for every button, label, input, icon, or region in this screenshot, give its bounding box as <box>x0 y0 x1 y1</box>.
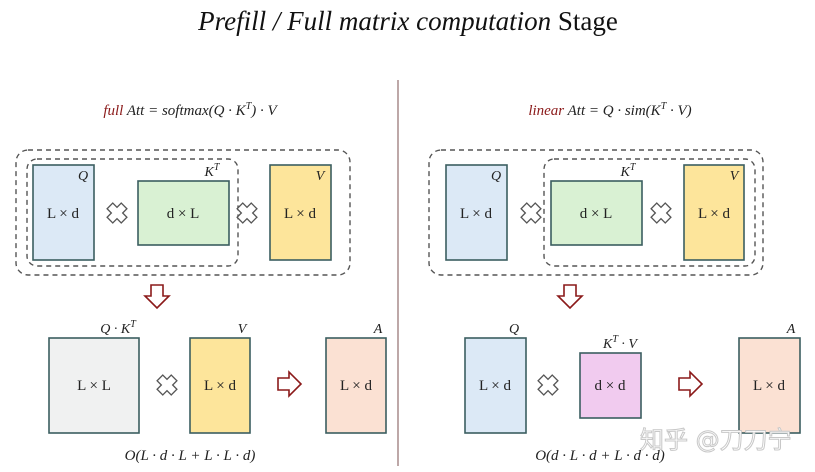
formula-part: ) · V <box>250 103 278 119</box>
page-title: Prefill / Full matrix computation Stage <box>197 6 618 36</box>
formula-kind: linear <box>528 103 564 119</box>
formula-part: · V) <box>666 103 691 119</box>
multiply-icon <box>516 198 546 228</box>
label-text: K <box>620 165 631 180</box>
matrix-a-dim: L × d <box>753 378 786 394</box>
formula-part: Att = softmax(Q · K <box>123 103 246 119</box>
full-complexity: O(L · d · L + L · L · d) <box>125 448 256 464</box>
inner-group-outline <box>543 158 756 267</box>
multiply-icon <box>232 198 262 228</box>
matrix-a-label: A <box>373 322 383 337</box>
matrix-qkt-label: Q · KT <box>100 319 137 337</box>
formula-sup: T <box>246 101 253 112</box>
matrix-q-bottom <box>464 337 527 434</box>
matrix-a-dim: L × d <box>340 378 373 394</box>
formula-sup: T <box>661 101 668 112</box>
label-sup: T <box>130 319 137 330</box>
matrix-ktv <box>579 352 642 419</box>
matrix-v-dim: L × d <box>698 206 731 222</box>
right-arrow-icon <box>678 371 703 397</box>
inner-group-outline <box>26 158 239 267</box>
matrix-kt-label: KT <box>620 162 637 180</box>
label-text: K <box>204 165 215 180</box>
label-text: Q · K <box>100 322 131 337</box>
right-arrow-icon <box>277 371 302 397</box>
matrix-a-label: A <box>786 322 796 337</box>
label-sup: T <box>612 334 619 345</box>
matrix-v-label: V <box>316 169 326 184</box>
matrix-kt <box>550 180 643 246</box>
matrix-kt-dim: d × L <box>167 206 200 222</box>
linear-complexity: O(d · L · d + L · d · d) <box>535 448 665 464</box>
outer-group-outline <box>428 149 764 276</box>
down-arrow-icon <box>557 284 583 309</box>
matrix-q-bottom-dim: L × d <box>479 378 512 394</box>
label-text: K <box>602 337 613 352</box>
matrix-ktv-dim: d × d <box>595 378 626 394</box>
matrix-kt-label: KT <box>204 162 221 180</box>
multiply-icon <box>646 198 676 228</box>
matrix-q-label: Q <box>78 169 88 184</box>
formula-kind: full <box>103 103 123 119</box>
linear-attention-formula: linear Att = Q · sim(KT · V) <box>528 101 691 119</box>
label-sup: T <box>630 162 637 173</box>
matrix-q <box>32 164 95 261</box>
down-arrow-icon <box>144 284 170 309</box>
matrix-q-bottom-label: Q <box>509 322 519 337</box>
matrix-v-bottom <box>189 337 251 434</box>
linear-attention-panel: linear Att = Q · sim(KT · V) Q L × d KT … <box>428 101 801 464</box>
label-text: · V <box>618 337 639 352</box>
matrix-q <box>445 164 508 261</box>
full-attention-formula: full Att = softmax(Q · KT) · V <box>103 101 278 119</box>
label-sup: T <box>214 162 221 173</box>
matrix-qkt <box>48 337 140 434</box>
full-attention-panel: full Att = softmax(Q · KT) · V Q L × d K… <box>15 101 387 464</box>
matrix-q-dim: L × d <box>460 206 493 222</box>
matrix-kt-dim: d × L <box>580 206 613 222</box>
multiply-icon <box>533 370 563 400</box>
matrix-v <box>269 164 332 261</box>
matrix-v-bottom-dim: L × d <box>204 378 237 394</box>
title-regular: Stage <box>551 6 618 36</box>
matrix-v-label: V <box>730 169 740 184</box>
matrix-qkt-dim: L × L <box>77 378 111 394</box>
matrix-q-label: Q <box>491 169 501 184</box>
matrix-ktv-label: KT · V <box>602 334 638 352</box>
matrix-v-bottom-label: V <box>238 322 248 337</box>
matrix-a <box>325 337 387 434</box>
matrix-q-dim: L × d <box>47 206 80 222</box>
title-italic: Prefill / Full matrix computation <box>197 6 551 36</box>
matrix-v-dim: L × d <box>284 206 317 222</box>
outer-group-outline <box>15 149 351 276</box>
multiply-icon <box>102 198 132 228</box>
matrix-v <box>683 164 745 261</box>
watermark: 知乎 @刀刀宁 <box>640 426 792 454</box>
multiply-icon <box>152 370 182 400</box>
formula-part: Att = Q · sim(K <box>564 103 662 119</box>
matrix-kt <box>137 180 230 246</box>
matrix-a <box>738 337 801 434</box>
